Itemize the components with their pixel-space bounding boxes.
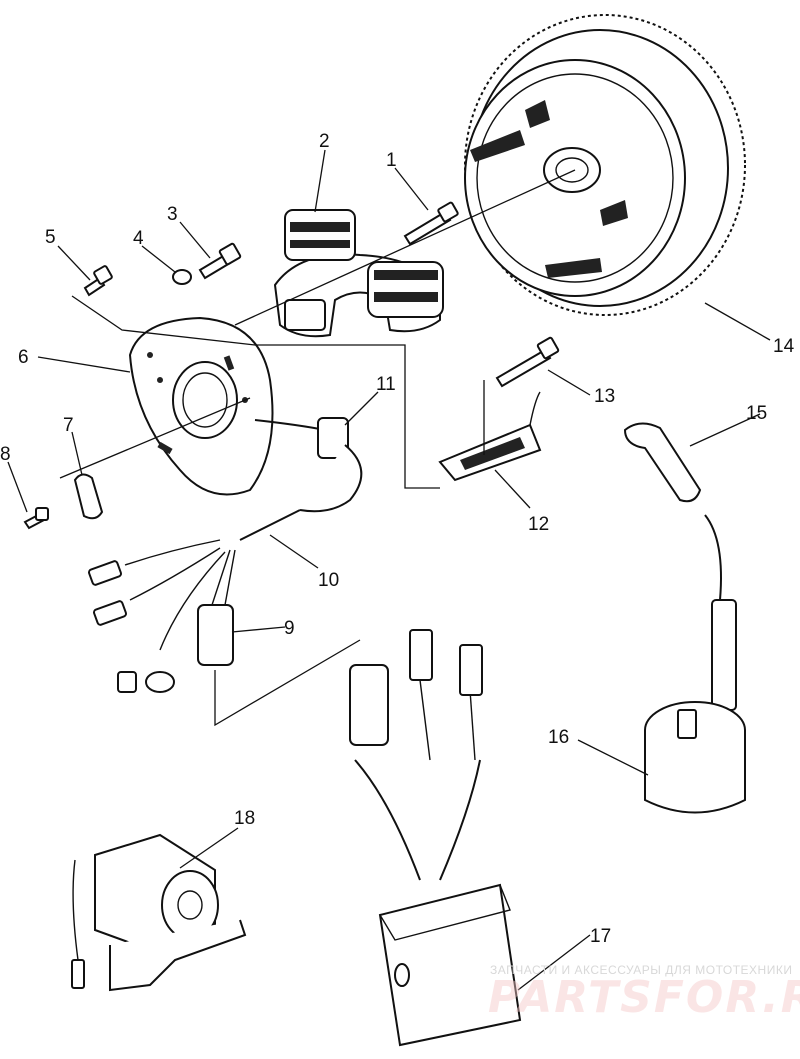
callout-14: 14 — [773, 336, 795, 357]
callout-2: 2 — [319, 131, 330, 152]
screw-3 — [198, 242, 242, 280]
callout-labels: 1 2 3 4 5 6 7 8 9 10 11 12 13 14 15 16 1… — [0, 131, 795, 947]
callout-11: 11 — [376, 374, 396, 395]
callout-8: 8 — [0, 444, 11, 465]
spark-plug-cap — [623, 422, 737, 711]
screw-8 — [23, 507, 49, 530]
watermark: ЗАПЧАСТИ И АКСЕССУАРЫ ДЛЯ МОТОТЕХНИКИ PA… — [488, 963, 800, 1023]
callout-16: 16 — [548, 727, 569, 748]
callout-12: 12 — [528, 514, 549, 535]
pickup-coil — [438, 391, 542, 482]
callout-17: 17 — [590, 926, 611, 947]
stator-plate — [128, 316, 274, 496]
callout-1: 1 — [386, 150, 397, 171]
washer-4 — [172, 269, 192, 285]
screw-5 — [83, 265, 113, 297]
callout-5: 5 — [45, 227, 56, 248]
callout-7: 7 — [63, 415, 74, 436]
starter-solenoid — [71, 833, 247, 992]
callout-4: 4 — [133, 228, 144, 249]
screw-13 — [495, 336, 560, 388]
watermark-brand: PARTSFOR.RU — [488, 972, 800, 1023]
callout-15: 15 — [746, 403, 767, 424]
callout-6: 6 — [18, 347, 29, 368]
leader-lines — [7, 149, 771, 991]
callout-13: 13 — [594, 386, 615, 407]
wire-harness — [88, 417, 363, 693]
cdi-box — [349, 629, 522, 1047]
watermark-tagline: ЗАПЧАСТИ И АКСЕССУАРЫ ДЛЯ МОТОТЕХНИКИ — [490, 963, 792, 977]
stator-coil — [273, 209, 444, 338]
callout-10: 10 — [318, 570, 339, 591]
callout-3: 3 — [167, 204, 178, 225]
bolt-1 — [403, 201, 459, 246]
callout-18: 18 — [234, 808, 255, 829]
flywheel — [464, 14, 746, 316]
clip-7 — [73, 473, 104, 520]
callout-9: 9 — [284, 618, 295, 639]
ignition-coil — [644, 701, 746, 814]
